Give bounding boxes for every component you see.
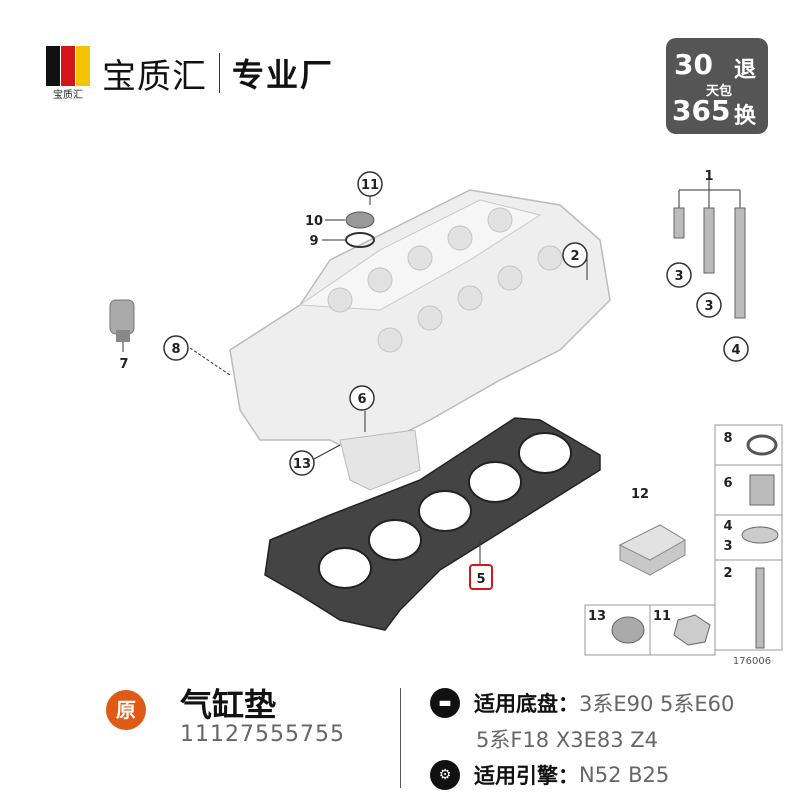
badge-365: 365 (672, 94, 731, 127)
engine-label: 适用引擎： (474, 764, 579, 788)
sensor-part-7 (109, 299, 135, 352)
callout-5-highlight (469, 564, 493, 590)
cylinder-head-illustration (229, 189, 611, 491)
car-icon: ▬ (430, 688, 460, 718)
callout-7: 7 (119, 357, 128, 372)
flag-icon: 宝质汇 (46, 46, 90, 101)
brand-divider (219, 53, 220, 93)
engine-value: N52 B25 (579, 763, 670, 787)
inset-label-8: 8 (723, 431, 732, 446)
callout-6: 6 (357, 392, 366, 407)
inset-grid (584, 424, 783, 656)
callout-12: 12 (631, 487, 649, 502)
original-badge: 原 (106, 690, 146, 730)
badge-tui: 退 (734, 58, 757, 83)
callout-11: 11 (361, 178, 379, 193)
chassis-continuation: 5系F18 X3E83 Z4 (476, 728, 658, 752)
brand-logo: 宝质汇 宝质汇 专业厂 (46, 46, 335, 101)
flag-caption: 宝质汇 (53, 90, 83, 101)
callout-9: 9 (309, 234, 318, 249)
parts-diagram: 1 2 3 3 4 5 6 7 8 9 10 11 12 13 8 6 4 3 … (109, 169, 783, 667)
callout-4: 4 (731, 343, 740, 358)
diagram-ref-number: 176006 (733, 656, 771, 667)
badge-huan: 换 (734, 104, 757, 129)
part-number: 11127555755 (180, 722, 345, 747)
chassis-row: ▬ 适用底盘： 3系E90 5系E60 (430, 688, 734, 718)
engine-row: ⚙ 适用引擎： N52 B25 (430, 760, 669, 790)
return-policy-badge: 30 退 天包 365 换 (666, 38, 768, 134)
inset-parts (611, 434, 779, 649)
chassis-label: 适用底盘： (474, 692, 579, 716)
inset-label-11: 11 (653, 609, 671, 624)
callout-8: 8 (171, 342, 180, 357)
badge-tianbao: 天包 (706, 84, 733, 99)
inset-label-6: 6 (723, 476, 732, 491)
inset-label-3: 3 (723, 539, 732, 554)
badge-30: 30 (674, 48, 713, 81)
callout-circles (163, 171, 749, 476)
callout-2: 2 (570, 249, 579, 264)
callout-5: 5 (476, 572, 485, 587)
cover-seal-parts (345, 211, 375, 248)
callout-3b: 3 (704, 299, 713, 314)
chassis-value: 3系E90 5系E60 (579, 692, 735, 716)
callout-10: 10 (305, 214, 323, 229)
inset-label-13: 13 (588, 609, 606, 624)
bolt-set-illustration (673, 207, 746, 319)
callout-3a: 3 (674, 269, 683, 284)
part-12-block (618, 524, 686, 576)
brand-name: 宝质汇 (102, 56, 207, 97)
inset-label-2: 2 (723, 566, 732, 581)
callout-13: 13 (293, 457, 311, 472)
engine-icon: ⚙ (430, 760, 460, 790)
leader-lines (189, 176, 741, 565)
inset-label-4: 4 (723, 519, 732, 534)
callout-1: 1 (704, 169, 713, 184)
footer-divider (400, 688, 401, 788)
product-name: 气缸垫 (180, 686, 277, 724)
brand-slogan: 专业厂 (232, 56, 335, 94)
head-gasket-illustration (264, 417, 601, 631)
